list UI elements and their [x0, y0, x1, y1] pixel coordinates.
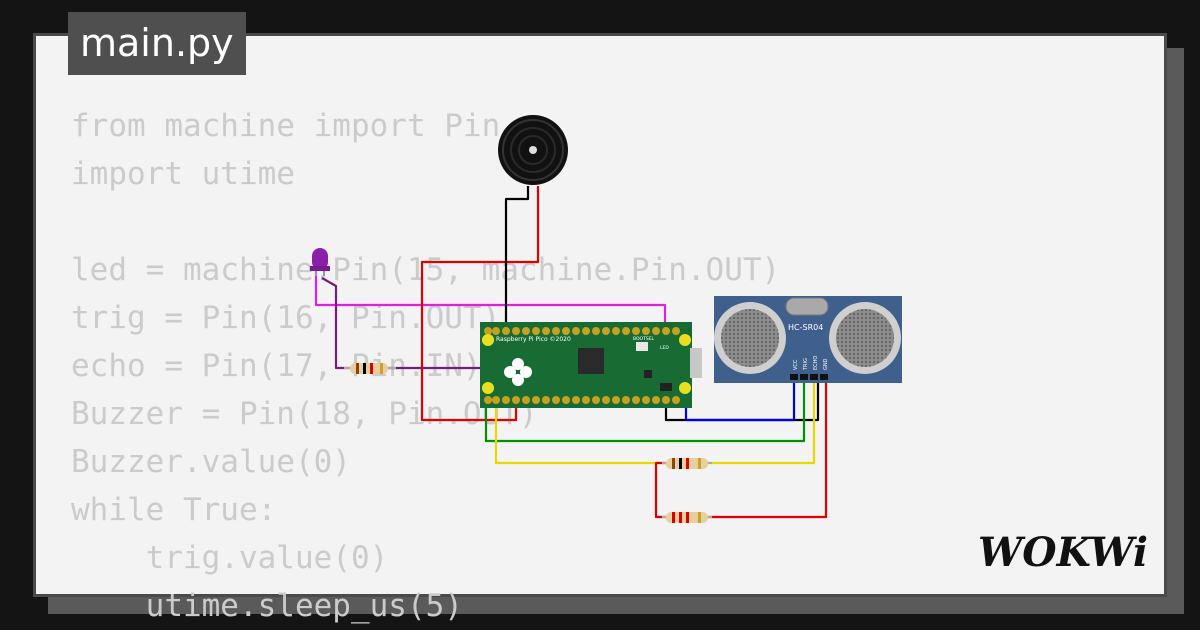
file-tab[interactable]: main.py [68, 12, 246, 75]
pico-board[interactable]: Raspberry Pi Pico ©2020 BOOTSEL LED [480, 322, 702, 408]
wire-red-buzzer [420, 186, 540, 422]
sensor-pin-label: ECHO [813, 356, 819, 370]
code-line: from machine import Pin [71, 108, 501, 144]
code-line: utime.sleep_us(5) [71, 588, 463, 624]
sensor-label: HC-SR04 [788, 323, 823, 332]
pico-label: Raspberry Pi Pico ©2020 [496, 336, 571, 343]
wire-black-buzzer [504, 186, 530, 325]
code-line: import utime [71, 156, 295, 192]
sensor-pin-label: VCC [793, 359, 799, 370]
code-line: Buzzer.value(0) [71, 444, 351, 480]
led[interactable] [310, 248, 330, 276]
sensor-pin-label: GND [823, 358, 829, 370]
code-preview: from machine import Pin import utime led =… [71, 102, 780, 630]
wire-red-res [654, 461, 666, 519]
sensor-pin-label: TRIG [803, 358, 809, 371]
pico-bootsel-label: BOOTSEL [633, 336, 655, 342]
ultrasonic-sensor[interactable]: HC-SR04 VCC TRIG ECHO GND [714, 296, 902, 383]
code-line: led = machine.Pin(15, machine.Pin.OUT) [71, 252, 781, 288]
code-line: Buzzer = Pin(18, Pin.OUT) [71, 396, 538, 432]
wire-blue [684, 380, 796, 422]
project-card: from machine import Pin import utime led =… [33, 33, 1167, 624]
resistor-1[interactable] [662, 458, 712, 469]
wire-green [484, 380, 806, 443]
code-line: while True: [71, 492, 277, 528]
buzzer[interactable] [498, 115, 568, 185]
wires [314, 186, 828, 519]
wire-yellow-2 [708, 380, 816, 465]
code-line: echo = Pin(17, Pin.IN) [71, 348, 482, 384]
wokwi-logo-text: WOKWi [978, 529, 1148, 576]
wire-red-gnd [708, 380, 828, 519]
code-line: trig.value(0) [71, 540, 389, 576]
wire-purple [321, 277, 350, 370]
pico-led-label: LED [660, 345, 669, 351]
resistor-2[interactable] [662, 512, 712, 523]
resistor-led[interactable] [344, 363, 396, 374]
raspberry-logo [504, 358, 532, 386]
wire-yellow [494, 406, 666, 465]
wokwi-logo: WOKWi [978, 529, 1148, 576]
wire-magenta [314, 272, 667, 325]
